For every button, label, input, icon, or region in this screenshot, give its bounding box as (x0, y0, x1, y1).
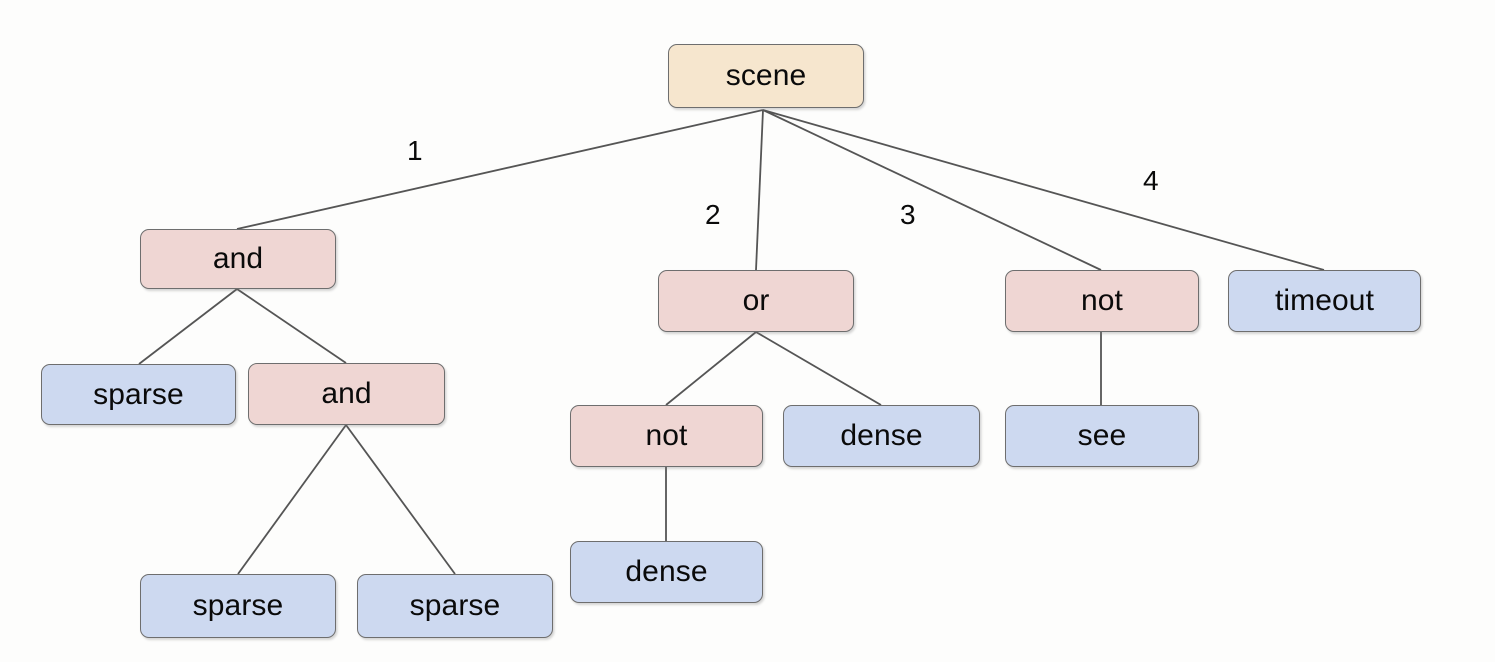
edge-scene-to-timeout (762, 109, 1325, 271)
edge-and2-to-sparse3 (345, 424, 456, 575)
tree-node-see[interactable]: see (1005, 405, 1199, 467)
tree-node-sparse3[interactable]: sparse (357, 574, 553, 638)
edge-scene-to-and1 (236, 109, 764, 230)
tree-node-label: dense (840, 419, 923, 452)
tree-node-scene[interactable]: scene (668, 44, 864, 108)
tree-node-label: or (742, 284, 770, 317)
tree-node-label: and (212, 242, 264, 275)
tree-node-not2[interactable]: not (570, 405, 763, 467)
tree-node-sparse1[interactable]: sparse (41, 364, 236, 425)
tree-node-dense1[interactable]: dense (783, 405, 980, 467)
tree-node-sparse2[interactable]: sparse (140, 574, 336, 638)
edge-and1-to-sparse1 (138, 288, 238, 365)
edge-scene-to-not1 (762, 109, 1102, 271)
tree-node-not1[interactable]: not (1005, 270, 1199, 332)
tree-node-timeout[interactable]: timeout (1228, 270, 1421, 332)
tree-node-label: sparse (409, 589, 501, 622)
edge-label-1: 1 (407, 135, 423, 166)
tree-node-or1[interactable]: or (658, 270, 854, 332)
tree-node-label: sparse (192, 589, 284, 622)
edge-label-2: 2 (705, 199, 721, 230)
tree-node-label: and (321, 377, 372, 410)
edge-or1-to-not2 (665, 331, 757, 406)
tree-node-label: not (1080, 284, 1123, 317)
edge-label-3: 3 (900, 199, 916, 230)
edge-scene-to-or1 (755, 109, 764, 271)
tree-node-label: timeout (1274, 284, 1375, 317)
edge-and1-to-and2 (236, 288, 347, 364)
tree-node-label: scene (725, 59, 807, 92)
tree-node-and2[interactable]: and (248, 363, 445, 425)
edge-label-4: 4 (1143, 165, 1159, 196)
tree-node-dense2[interactable]: dense (570, 541, 763, 603)
tree-node-label: see (1077, 419, 1127, 452)
tree-node-label: dense (625, 555, 708, 588)
tree-node-label: sparse (93, 377, 184, 411)
edge-or1-to-dense1 (755, 331, 882, 406)
tree-node-label: not (645, 419, 688, 452)
tree-node-and1[interactable]: and (140, 229, 336, 289)
edge-and2-to-sparse2 (237, 424, 347, 575)
